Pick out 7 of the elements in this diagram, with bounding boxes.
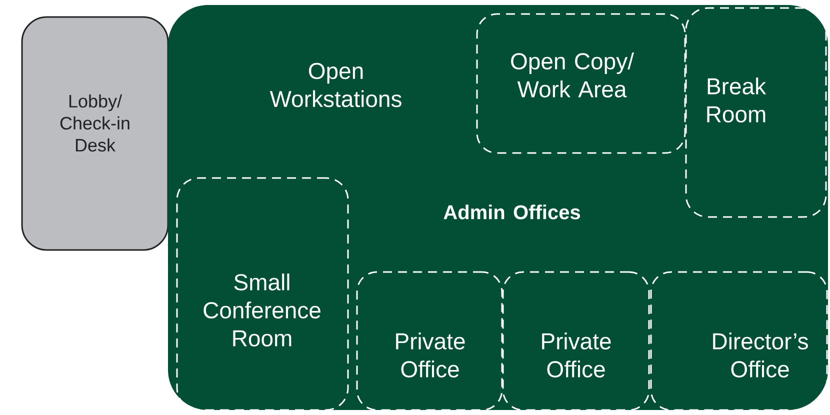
- lobby-box: Lobby/ Check-in Desk: [21, 16, 169, 251]
- room-box: Open Copy/ Work Area: [476, 13, 686, 154]
- room-box: Private Office: [502, 271, 650, 411]
- room-box: Director’s Office: [650, 271, 828, 411]
- room-box: Small Conference Room: [176, 177, 349, 411]
- room-box: Break Room: [685, 7, 827, 218]
- room-box: Private Office: [356, 271, 503, 411]
